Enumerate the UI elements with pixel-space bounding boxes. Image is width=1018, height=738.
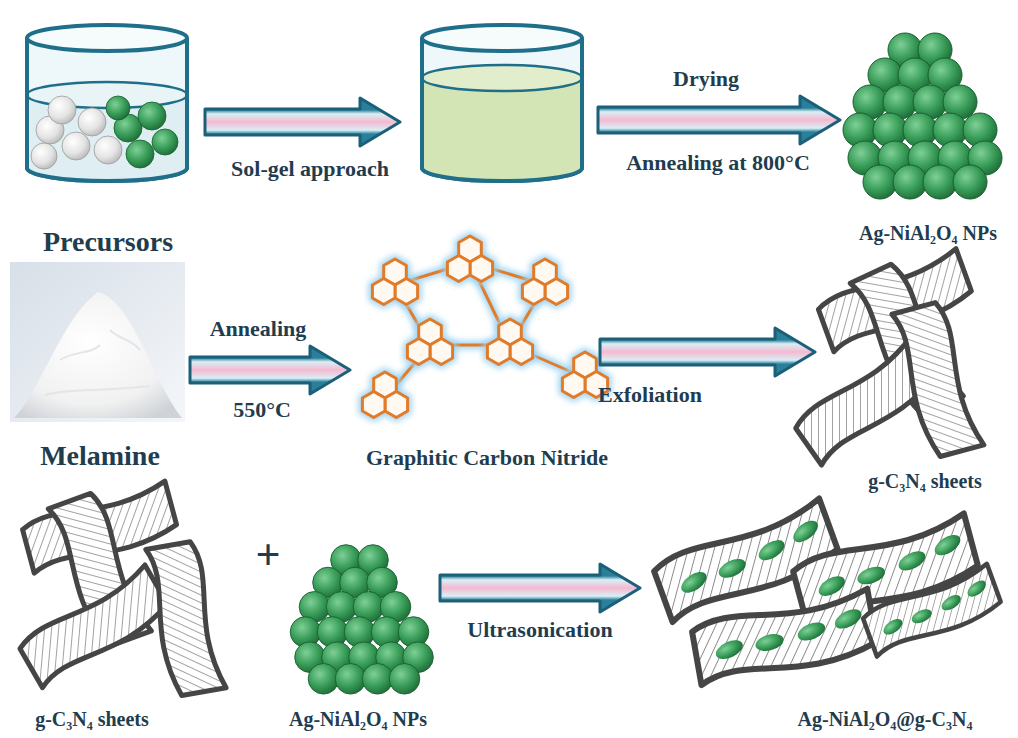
carbon-nitride-structure bbox=[362, 236, 607, 418]
sample-caption: Ag-NiAl₂O₄ NPs bbox=[289, 708, 427, 731]
sample-caption: g-C₃N₄ sheets bbox=[35, 708, 149, 731]
precursor-beaker bbox=[27, 25, 187, 181]
step-label: Ultrasonication bbox=[467, 617, 612, 642]
sample-caption: Melamine bbox=[40, 440, 160, 472]
sample-caption: g-C₃N₄ sheets bbox=[868, 470, 982, 493]
sample-caption: Precursors bbox=[43, 226, 173, 258]
sample-caption: Graphitic Carbon Nitride bbox=[366, 445, 608, 470]
step-label: Sol-gel approach bbox=[231, 156, 389, 181]
nanoparticle-cluster bbox=[290, 545, 433, 694]
step-label: Drying bbox=[673, 66, 739, 91]
plus-sign: + bbox=[255, 530, 280, 581]
melamine-powder bbox=[10, 262, 185, 422]
step-label: Annealing bbox=[210, 316, 307, 341]
composite-sheets bbox=[650, 498, 1004, 685]
sample-caption: Ag-NiAl₂O₄ NPs bbox=[859, 222, 997, 245]
step-label: 550°C bbox=[233, 397, 291, 422]
nanosheets bbox=[15, 481, 226, 697]
sol-beaker bbox=[422, 25, 582, 181]
step-label: Annealing at 800°C bbox=[626, 150, 810, 175]
sample-caption: Ag-NiAl₂O₄@g-C₃N₄ bbox=[798, 708, 973, 731]
nanoparticle-cluster bbox=[843, 33, 1002, 199]
nanosheets bbox=[790, 249, 984, 465]
step-label: Exfoliation bbox=[598, 382, 702, 407]
